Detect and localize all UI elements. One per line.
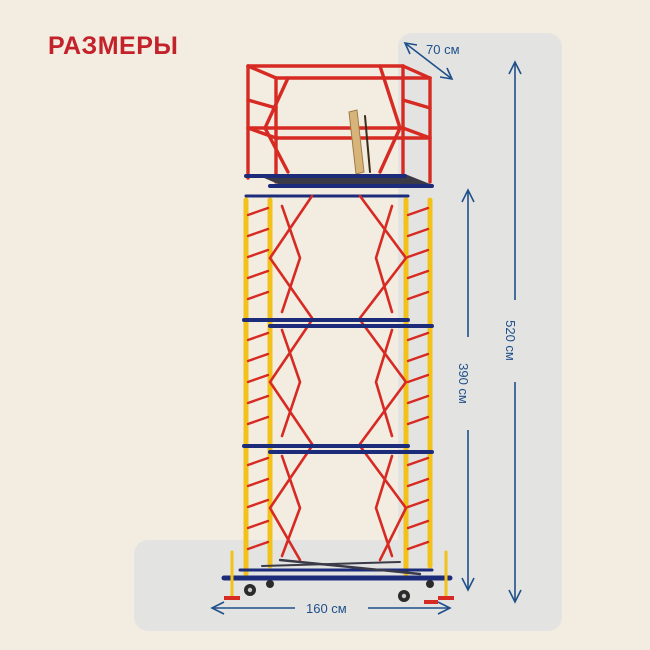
ladder-rungs bbox=[246, 206, 430, 551]
outrigger-feet bbox=[224, 596, 454, 604]
scaffold-tower bbox=[221, 64, 454, 604]
page-title: РАЗМЕРЫ bbox=[48, 32, 179, 60]
total-height-label: 520 см bbox=[502, 320, 518, 361]
working-height-label: 390 см bbox=[455, 363, 471, 404]
depth-label: 70 см bbox=[426, 42, 460, 57]
wooden-plank bbox=[348, 109, 371, 175]
width-label: 160 см bbox=[306, 601, 347, 616]
horizontal-bars bbox=[242, 318, 434, 454]
diagonal-braces bbox=[268, 194, 408, 562]
platform-deck bbox=[244, 174, 434, 198]
dimension-panel-bottom bbox=[134, 540, 562, 631]
dimension-panel-right bbox=[398, 33, 562, 631]
scaffold-base bbox=[221, 550, 454, 604]
dimension-arrows bbox=[210, 41, 522, 615]
wheels bbox=[244, 580, 434, 602]
guard-rail bbox=[246, 64, 432, 184]
outrigger-posts bbox=[230, 550, 448, 598]
depth-line bbox=[404, 42, 453, 80]
